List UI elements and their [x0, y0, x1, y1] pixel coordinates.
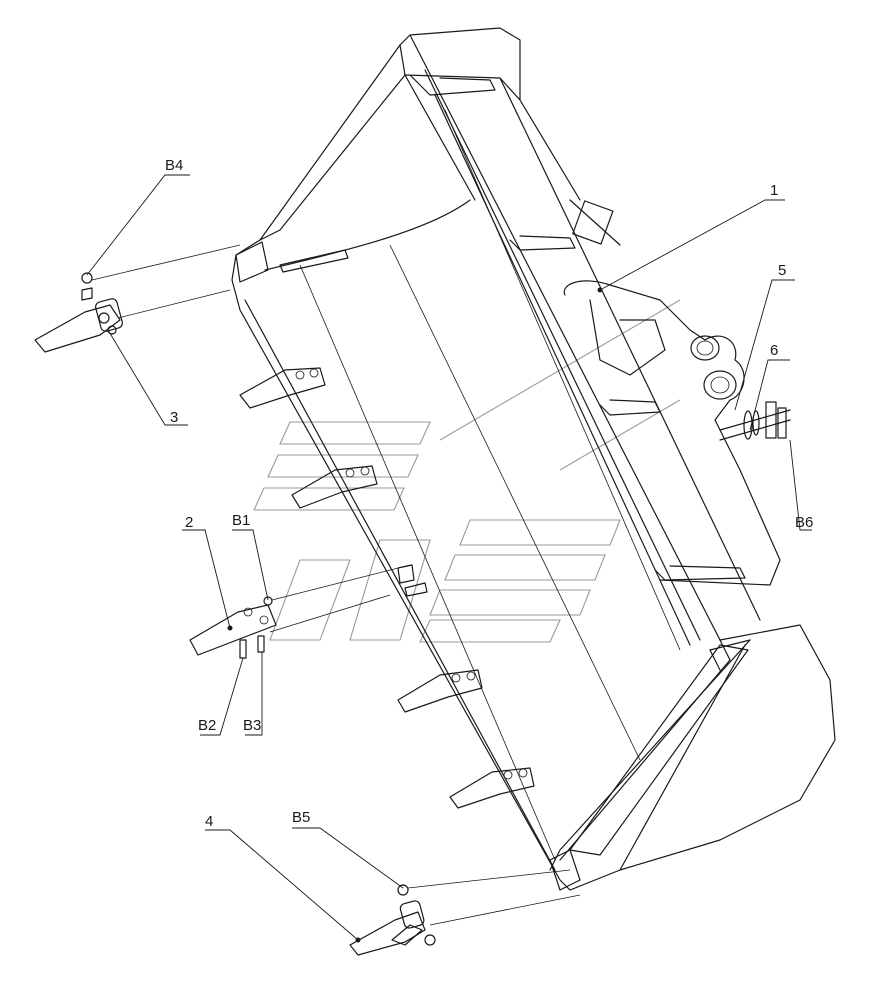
callout-1: 1	[770, 182, 778, 199]
watermark-logo	[253, 299, 681, 643]
callout-b6: B6	[795, 514, 813, 531]
callout-b3: B3	[243, 717, 261, 734]
callout-6: 6	[770, 342, 778, 359]
callout-5: 5	[778, 262, 786, 279]
bucket-body	[231, 27, 836, 891]
leader-lines	[86, 174, 812, 943]
callout-b2: B2	[198, 717, 216, 734]
tooth-2	[291, 465, 378, 509]
callout-b5: B5	[292, 809, 310, 826]
tooth-1	[239, 367, 326, 409]
exploded-corner-tooth-4	[349, 869, 581, 956]
callout-labels: 1 5 6 B6 B4 3 2 B1 B2 B3 4 B5	[165, 157, 813, 830]
callout-3: 3	[170, 409, 178, 426]
exploded-corner-tooth-3	[34, 244, 241, 353]
callout-4: 4	[205, 813, 213, 830]
callout-b1: B1	[232, 512, 250, 529]
exploded-pin-parts	[719, 401, 791, 441]
tooth-4	[449, 767, 535, 809]
exploded-tooth-2	[189, 564, 428, 659]
callout-b4: B4	[165, 157, 183, 174]
tooth-3	[397, 669, 483, 713]
callout-2: 2	[185, 514, 193, 531]
